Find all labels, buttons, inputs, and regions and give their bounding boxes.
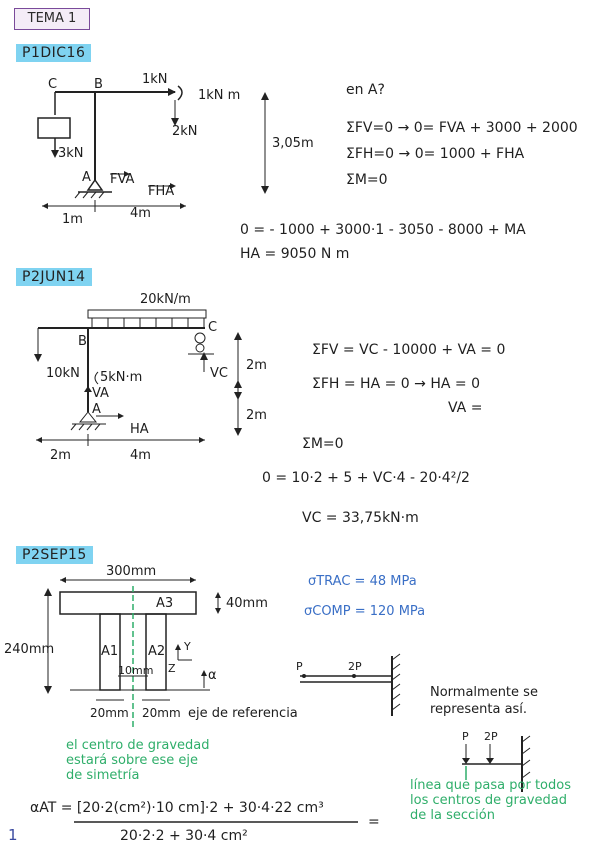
p3-simplified-2p: 2P <box>484 730 498 743</box>
p2-force-10kn: 10kN <box>46 366 80 381</box>
p2-label-b: B <box>78 334 87 349</box>
p3-green-note-1-line-3: de simetría <box>66 768 140 783</box>
p1-force-2kn: 2kN <box>172 124 198 139</box>
p2-eq-5: VC = 33,75kN·m <box>302 510 419 526</box>
p3-formula-equals: = <box>368 814 380 830</box>
p3-dim-20mm-2: 20mm <box>142 706 181 720</box>
p3-formula-denominator: 20·2·2 + 30·4 cm² <box>120 828 248 844</box>
p1-dist-1m: 1m <box>62 212 83 227</box>
problem-2-code: P2JUN14 <box>16 268 92 286</box>
p3-beam-p: P <box>296 660 303 673</box>
p2-eq-3: ΣM=0 <box>302 436 344 452</box>
page-number: 1 <box>8 826 18 844</box>
p3-note: Normalmente se representa así. <box>430 685 538 717</box>
p3-reference-axis: eje de referencia <box>188 706 298 721</box>
p1-label-c: C <box>48 77 58 92</box>
p1-moment: 1kN m <box>198 88 241 103</box>
p3-green-note-1-line-2: estará sobre ese eje <box>66 753 198 768</box>
p2-label-a: A <box>92 402 101 417</box>
p1-height: 3,05m <box>272 136 314 151</box>
p1-fha: FHA <box>148 184 175 199</box>
p1-eq-0: en A? <box>346 82 385 98</box>
p3-green-note-2-line-3: de la sección <box>410 808 495 823</box>
p3-flange-thickness: 40mm <box>226 596 268 611</box>
p3-formula-numerator: αAT = [20·2(cm²)·10 cm]·2 + 30·4·22 cm³ <box>30 800 324 816</box>
p2-eq-4: 0 = 10·2 + 5 + VC·4 - 20·4²/2 <box>262 470 470 486</box>
p3-green-note-2-line-2: los centros de gravedad <box>410 793 567 808</box>
topic-title: TEMA 1 <box>14 8 90 30</box>
problem-1-code: P1DIC16 <box>16 44 92 62</box>
p1-eq-1: ΣFV=0 → 0= FVA + 3000 + 2000 <box>346 120 578 136</box>
problem-3-code: P2SEP15 <box>16 546 93 564</box>
p3-axis-y: Y <box>184 640 191 653</box>
p2-eq-0: ΣFV = VC - 10000 + VA = 0 <box>312 342 506 358</box>
p3-green-note-1-line-1: el centro de gravedad <box>66 738 210 753</box>
p2-dist-4m: 4m <box>130 448 151 463</box>
p2-dist-2m: 2m <box>50 448 71 463</box>
p1-label-b: B <box>94 77 103 92</box>
p2-label-c: C <box>208 320 218 335</box>
p3-green-note-2-line-1: línea que pasa por todos <box>410 778 571 793</box>
p3-beam-2p: 2P <box>348 660 362 673</box>
p1-force-3kn: 3kN <box>58 146 84 161</box>
p3-width: 300mm <box>106 564 157 579</box>
p3-a2: A2 <box>148 644 166 659</box>
p3-a3: A3 <box>156 596 174 611</box>
p2-eq-2: VA = <box>448 400 483 416</box>
p3-web: 10mm <box>118 664 154 677</box>
p2-height-1: 2m <box>246 358 267 373</box>
p1-result-2: HA = 9050 N m <box>240 246 350 262</box>
p1-eq-2: ΣFH=0 → 0= 1000 + FHA <box>346 146 525 162</box>
p1-dist-4m: 4m <box>130 206 151 221</box>
p2-va: VA <box>92 386 109 401</box>
p2-eq-1: ΣFH = HA = 0 → HA = 0 <box>312 376 480 392</box>
p3-dim-20mm-1: 20mm <box>90 706 129 720</box>
p1-fva: FVA <box>110 172 135 187</box>
p3-axis-z: Z <box>168 662 176 675</box>
p3-tension-stress: σTRAC = 48 MPa <box>308 574 417 589</box>
p3-a1: A1 <box>101 644 119 659</box>
p3-compression-stress: σCOMP = 120 MPa <box>304 604 426 619</box>
p3-alpha: α <box>208 668 217 683</box>
p1-force-1kn: 1kN <box>142 72 168 87</box>
p3-simplified-p: P <box>462 730 469 743</box>
p2-ha: HA <box>130 422 149 437</box>
p1-eq-3: ΣM=0 <box>346 172 388 188</box>
p2-moment: 5kN·m <box>100 370 143 385</box>
p3-height: 240mm <box>4 642 55 657</box>
p2-load: 20kN/m <box>140 292 191 307</box>
p1-result-1: 0 = - 1000 + 3000·1 - 3050 - 8000 + MA <box>240 222 526 238</box>
p2-vc: VC <box>210 366 228 381</box>
p1-label-a: A <box>82 170 91 185</box>
p2-height-2: 2m <box>246 408 267 423</box>
